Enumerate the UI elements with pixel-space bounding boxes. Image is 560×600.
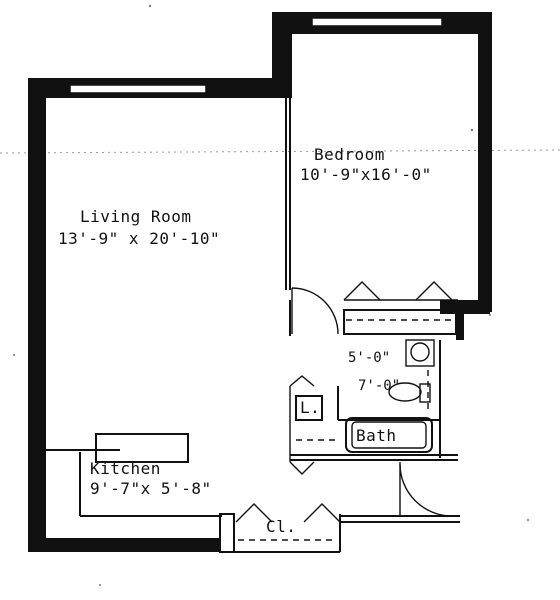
closet-label: Cl. xyxy=(266,517,296,536)
kitchen-label: Kitchen xyxy=(90,459,161,478)
bedroom-closet xyxy=(343,281,458,335)
interior-walls xyxy=(46,98,460,553)
bedroom-window xyxy=(311,17,443,27)
hall-closet xyxy=(289,375,338,475)
living-room-window xyxy=(69,84,207,94)
bath-fixtures xyxy=(345,339,435,453)
bedroom-door xyxy=(291,287,339,335)
bath-width: 5'-0" xyxy=(348,350,390,366)
living-room-size: 13'-9" x 20'-10" xyxy=(58,229,220,248)
toilet xyxy=(388,382,422,402)
bedroom-size: 10'-9"x16'-0" xyxy=(300,165,432,184)
living-room-label: Living Room xyxy=(80,207,191,226)
windows xyxy=(69,17,443,94)
bedroom-label: Bedroom xyxy=(314,145,385,164)
linen-label: L. xyxy=(300,398,320,417)
kitchen-counter xyxy=(95,433,189,463)
kitchen-size: 9'-7"x 5'-8" xyxy=(90,479,212,498)
sink xyxy=(410,342,430,362)
bath-label: Bath xyxy=(356,426,397,445)
doors xyxy=(291,287,453,517)
scan-specks xyxy=(13,4,529,586)
bath-depth: 7'-0" xyxy=(358,378,400,394)
entry-closet xyxy=(235,503,341,541)
entry-door xyxy=(399,463,453,517)
bathtub xyxy=(345,417,433,453)
scan-line xyxy=(0,149,560,154)
